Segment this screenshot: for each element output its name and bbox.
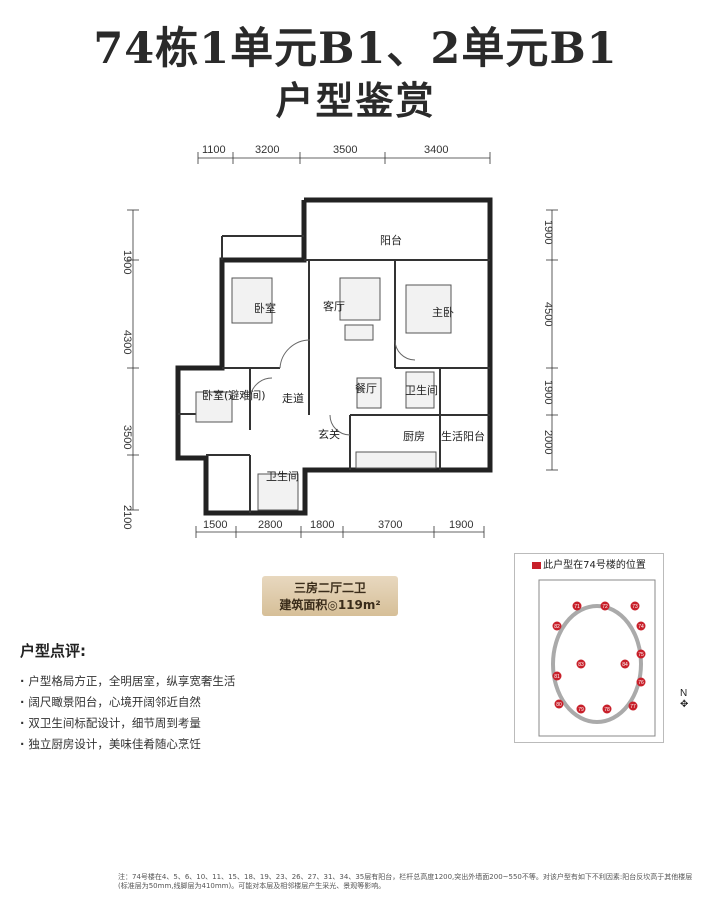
dim-bottom-1: 1500 xyxy=(203,519,227,531)
marker-legend-icon xyxy=(532,561,542,569)
layout-label: 三房二厅二卫 xyxy=(293,581,366,595)
room-service-balcony: 生活阳台 xyxy=(441,429,485,443)
building-marker xyxy=(628,701,638,711)
dim-bottom-3: 1800 xyxy=(310,519,334,531)
building-marker xyxy=(552,621,562,631)
building-marker xyxy=(552,671,562,681)
room-entry: 玄关 xyxy=(318,427,340,441)
building-label: 74 xyxy=(638,624,644,630)
review-title: 户型点评: xyxy=(20,642,86,660)
dim-right-2: 4500 xyxy=(542,302,554,326)
building-label: 80 xyxy=(556,702,562,708)
room-corridor: 走道 xyxy=(282,391,304,405)
dim-top-2: 3200 xyxy=(255,144,279,156)
building-label: 84 xyxy=(622,662,628,668)
room-dining: 餐厅 xyxy=(355,381,377,395)
review-section: 户型点评: 户型格局方正，全明居室，纵享宽奢生活 阔尺瞰景阳台，心境开阔邻近自然… xyxy=(20,640,235,755)
site-map: 此户型在74号楼的位置 71 72 73 74 75 76 77 78 79 80 81 82 83 84 xyxy=(514,553,664,743)
building-label: 81 xyxy=(554,674,560,680)
building-marker xyxy=(636,677,646,687)
compass-icon: ✥ xyxy=(680,699,689,710)
review-item: 户型格局方正，全明居室，纵享宽奢生活 xyxy=(20,671,235,692)
building-label: 73 xyxy=(632,604,638,610)
area-badge: 三房二厅二卫 建筑面积◎119m² xyxy=(262,576,398,616)
building-label: 82 xyxy=(554,624,560,630)
north-arrow: N✥ xyxy=(680,688,688,710)
title-line-2: 户型鉴赏 xyxy=(275,79,436,123)
building-marker xyxy=(636,621,646,631)
site-map-title: 此户型在74号楼的位置 xyxy=(515,556,663,571)
north-label: N xyxy=(680,688,688,699)
floor-plan: 1100 3200 3500 3400 1500 2800 1800 3700 … xyxy=(121,144,558,538)
building-label: 83 xyxy=(578,662,584,668)
review-item: 独立厨房设计，美味佳肴随心烹饪 xyxy=(20,734,235,755)
title-line-1: 74栋1单元B1、2单元B1 xyxy=(93,24,618,74)
building-marker xyxy=(576,704,586,714)
dim-left-4: 2100 xyxy=(121,505,133,529)
review-item: 阔尺瞰景阳台，心境开阔邻近自然 xyxy=(20,692,235,713)
room-master: 主卧 xyxy=(432,306,454,319)
room-balcony: 阳台 xyxy=(380,233,402,247)
dim-top-3: 3500 xyxy=(333,144,357,156)
building-marker xyxy=(630,601,640,611)
dim-left-3: 3500 xyxy=(121,425,133,449)
dim-right-4: 2000 xyxy=(542,430,554,454)
building-marker xyxy=(602,704,612,714)
building-label: 77 xyxy=(630,704,636,710)
site-map-buildings: 71 72 73 74 75 76 77 78 79 80 81 82 83 84 xyxy=(552,601,646,714)
building-label: 72 xyxy=(602,604,608,610)
building-marker xyxy=(600,601,610,611)
building-marker xyxy=(620,659,630,669)
building-label: 76 xyxy=(638,680,644,686)
area-label: 建筑面积◎119m² xyxy=(279,598,381,612)
building-marker xyxy=(576,659,586,669)
site-map-drawing: 71 72 73 74 75 76 77 78 79 80 81 82 83 84 xyxy=(538,579,656,737)
dim-bottom-2: 2800 xyxy=(258,519,282,531)
building-label: 75 xyxy=(638,652,644,658)
room-kitchen: 厨房 xyxy=(403,430,425,443)
dim-left-2: 4300 xyxy=(121,330,133,354)
room-bedroom-refuge: 卧室(避难间) xyxy=(202,388,266,402)
dim-top-1: 1100 xyxy=(202,144,226,156)
building-label: 78 xyxy=(604,707,610,713)
building-marker xyxy=(554,699,564,709)
building-marker xyxy=(636,649,646,659)
dim-bottom-4: 3700 xyxy=(378,519,402,531)
dim-bottom-5: 1900 xyxy=(449,519,473,531)
room-bath-1: 卫生间 xyxy=(405,383,438,397)
dim-right-3: 1900 xyxy=(542,380,554,404)
building-label: 71 xyxy=(574,604,580,610)
dim-right-1: 1900 xyxy=(542,220,554,244)
footnote: 注：74号楼在4、5、6、10、11、15、18、19、23、26、27、31、… xyxy=(118,873,693,890)
dim-top-4: 3400 xyxy=(424,144,448,156)
room-living: 客厅 xyxy=(323,299,345,313)
building-label: 79 xyxy=(578,707,584,713)
site-map-title-text: 此户型在74号楼的位置 xyxy=(543,560,646,571)
review-item: 双卫生间标配设计，细节周到考量 xyxy=(20,713,235,734)
room-bath-2: 卫生间 xyxy=(266,469,299,483)
dim-left-1: 1900 xyxy=(121,250,133,274)
building-marker xyxy=(572,601,582,611)
room-bedroom: 卧室 xyxy=(254,301,276,315)
